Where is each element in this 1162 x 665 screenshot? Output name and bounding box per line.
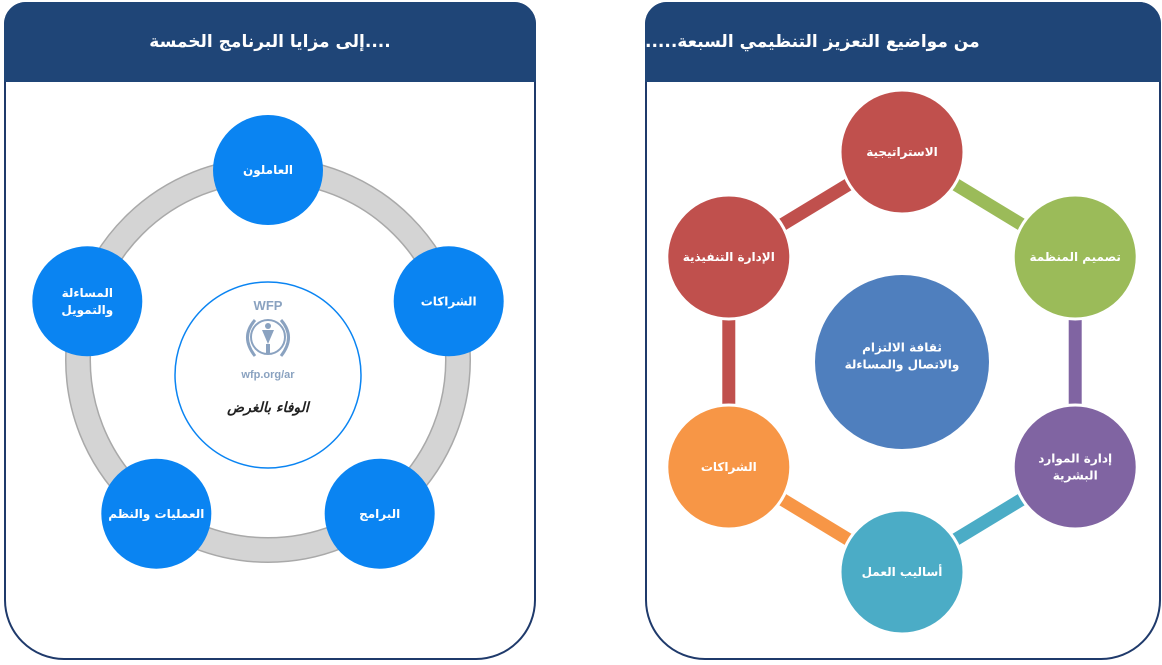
benefit-node: الشراكات	[393, 246, 504, 357]
theme-node-label: أساليب العمل	[862, 564, 943, 579]
themes-panel-title: من مواضيع التعزيز التنظيمي السبعة.....	[645, 32, 980, 52]
benefit-node-circle	[101, 458, 212, 569]
benefit-node-circle	[393, 246, 504, 357]
benefit-node-label: العاملون	[243, 163, 293, 178]
benefits-nodes: العاملون الشراكات البرامج العمليات والنظم ال…	[32, 115, 504, 569]
benefit-node-label: والتمويل	[61, 303, 113, 318]
culture-center-fill	[815, 275, 989, 449]
theme-node-circle	[1011, 403, 1139, 531]
theme-node-circle	[838, 508, 966, 636]
theme-node: إدارة الموارد البشرية	[1011, 403, 1139, 531]
benefits-panel-title: ....إلى مزايا البرنامج الخمسة	[149, 32, 391, 52]
theme-node-circle	[838, 88, 966, 216]
theme-node-circle	[665, 403, 793, 531]
theme-node-label: البشرية	[1053, 469, 1098, 483]
theme-node-label: الاستراتيجية	[866, 145, 938, 159]
theme-node-label: الإدارة التنفيذية	[683, 250, 775, 264]
theme-node: الاستراتيجية	[838, 88, 966, 216]
wfp-center-circle: WFP wfp.org/ar الوفاء بالغرض	[174, 281, 362, 469]
benefit-node: العاملون	[213, 115, 323, 225]
theme-node: تصميم المنظمة	[1011, 193, 1139, 321]
culture-center-label: والاتصال والمساءلة	[845, 358, 960, 373]
center-label-fulfilling-purpose: الوفاء بالغرض	[226, 400, 311, 416]
wfp-logo-url: wfp.org/ar	[240, 369, 295, 381]
benefit-node-label: المساءلة	[62, 286, 113, 300]
benefit-node-label: الشراكات	[421, 294, 477, 308]
theme-node-circle	[1011, 193, 1139, 321]
theme-node: الإدارة التنفيذية	[665, 193, 793, 321]
culture-center-label: ثقافة الالتزام	[862, 341, 942, 356]
theme-node-circle	[665, 193, 793, 321]
themes-panel-header: من مواضيع التعزيز التنظيمي السبعة.....	[645, 2, 1161, 82]
benefit-node: البرامج	[324, 458, 435, 569]
benefit-node: المساءلة والتمويل	[32, 246, 143, 357]
benefits-panel-header: ....إلى مزايا البرنامج الخمسة	[4, 2, 536, 82]
benefit-node-label: البرامج	[359, 507, 400, 521]
benefit-node-circle	[324, 458, 435, 569]
theme-node-label: إدارة الموارد	[1038, 452, 1112, 467]
wfp-logo-name: WFP	[254, 298, 283, 313]
benefit-node: العمليات والنظم	[101, 458, 212, 569]
theme-node-label: تصميم المنظمة	[1029, 250, 1120, 264]
culture-center-circle: ثقافة الالتزام والاتصال والمساءلة	[815, 275, 989, 449]
benefit-node-circle	[32, 246, 143, 357]
theme-node: أساليب العمل	[838, 508, 966, 636]
benefit-node-label: العمليات والنظم	[108, 507, 204, 522]
benefit-node-circle	[213, 115, 323, 225]
wfp-emblem-icon	[246, 319, 290, 357]
theme-node: الشراكات	[665, 403, 793, 531]
theme-node-label: الشراكات	[701, 460, 757, 474]
themes-nodes: الاستراتيجية تصميم المنظمة إدارة الموارد ال…	[665, 88, 1139, 636]
